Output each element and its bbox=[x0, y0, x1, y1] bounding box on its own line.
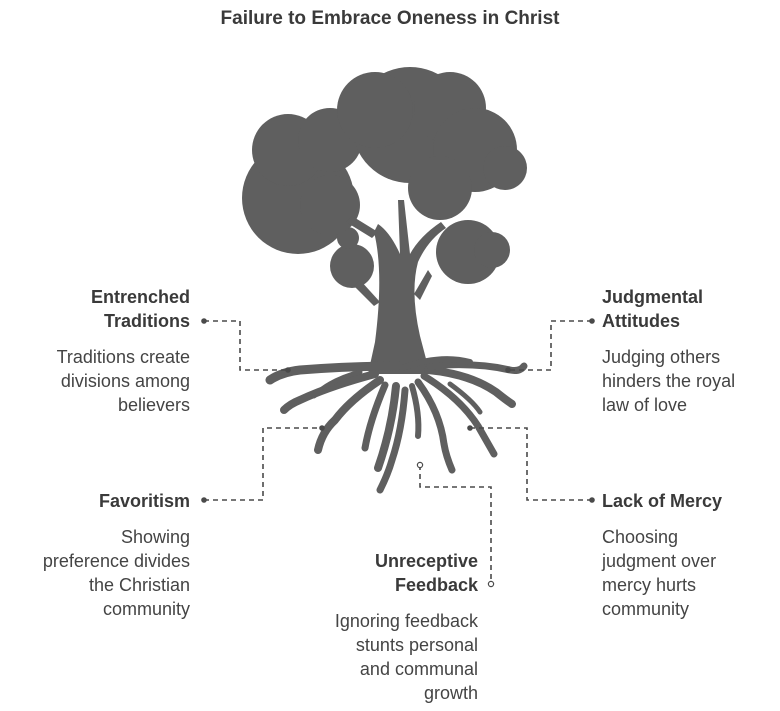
connectors bbox=[204, 320, 592, 584]
desc-line: Choosing bbox=[602, 527, 679, 547]
desc-line: preference divides bbox=[42, 551, 190, 571]
desc-line: judgment over bbox=[602, 551, 717, 571]
desc-line: mercy hurts bbox=[602, 575, 697, 595]
desc-line: stunts personal bbox=[355, 635, 478, 655]
heading-line: Entrenched bbox=[90, 287, 190, 307]
desc-line: Judging others bbox=[602, 347, 721, 367]
desc-favoritism: Showing preference divides the Christian… bbox=[10, 525, 190, 621]
heading-favoritism: Favoritism bbox=[40, 489, 190, 513]
heading-judgmental-attitudes: Judgmental Attitudes bbox=[602, 285, 772, 333]
connector-judgmental bbox=[508, 320, 592, 371]
diagram-title: Failure to Embrace Oneness in Christ bbox=[220, 8, 560, 29]
heading-line: Judgmental bbox=[602, 287, 704, 307]
desc-line: divisions among bbox=[60, 371, 190, 391]
desc-judgmental-attitudes: Judging others hinders the royal law of … bbox=[602, 345, 772, 417]
desc-line: and communal bbox=[359, 659, 478, 679]
desc-unreceptive-feedback: Ignoring feedback stunts personal and co… bbox=[298, 609, 478, 705]
heading-line: Favoritism bbox=[98, 491, 190, 511]
desc-line: Ignoring feedback bbox=[334, 611, 478, 631]
heading-line: Feedback bbox=[394, 575, 478, 595]
connector-mercy bbox=[470, 427, 592, 501]
desc-line: Showing bbox=[120, 527, 190, 547]
tree-icon bbox=[242, 67, 528, 494]
heading-unreceptive-feedback: Unreceptive Feedback bbox=[318, 549, 478, 597]
desc-line: the Christian bbox=[88, 575, 190, 595]
desc-line: growth bbox=[423, 683, 478, 703]
connector-favoritism bbox=[204, 427, 322, 501]
heading-lack-of-mercy: Lack of Mercy bbox=[602, 489, 772, 513]
tree-trunk bbox=[346, 200, 446, 374]
desc-entrenched-traditions: Traditions create divisions among believ… bbox=[20, 345, 190, 417]
tree-roots bbox=[265, 356, 528, 494]
connector-hollow-dots bbox=[416, 461, 495, 588]
heading-line: Traditions bbox=[103, 311, 190, 331]
heading-line: Attitudes bbox=[602, 311, 680, 331]
connector-entrenched bbox=[204, 320, 288, 371]
desc-line: community bbox=[602, 599, 690, 619]
desc-line: Traditions create bbox=[56, 347, 190, 367]
desc-lack-of-mercy: Choosing judgment over mercy hurts commu… bbox=[602, 525, 772, 621]
desc-line: believers bbox=[117, 395, 190, 415]
desc-line: hinders the royal bbox=[602, 371, 736, 391]
tree-canopy bbox=[242, 67, 527, 288]
connector-dots bbox=[201, 318, 595, 503]
heading-line: Lack of Mercy bbox=[602, 491, 723, 511]
connector-unreceptive bbox=[419, 465, 492, 584]
heading-line: Unreceptive bbox=[374, 551, 478, 571]
desc-line: community bbox=[102, 599, 190, 619]
desc-line: law of love bbox=[602, 395, 688, 415]
heading-entrenched-traditions: Entrenched Traditions bbox=[40, 285, 190, 333]
